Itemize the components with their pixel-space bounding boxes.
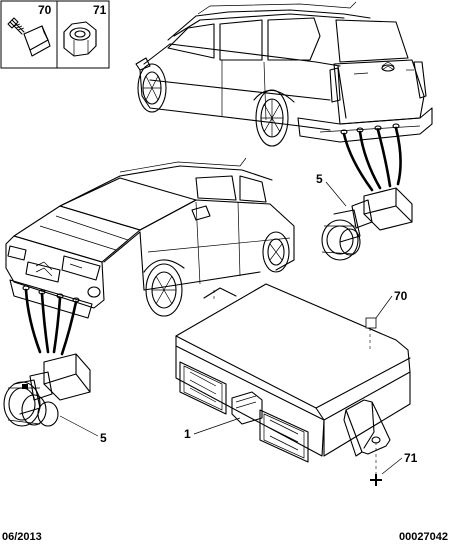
nut-icon	[63, 21, 97, 57]
leader-5-front	[59, 415, 99, 437]
footer-reference: 00027042	[399, 531, 448, 543]
front-car-illustration	[5, 157, 295, 319]
leader-70-ecu	[375, 295, 393, 319]
nut-71-symbol	[370, 474, 382, 486]
callout-71-ecu: 71	[404, 451, 418, 465]
leader-5-rear	[325, 181, 347, 207]
leader-1	[193, 417, 241, 435]
callout-70-top: 70	[38, 3, 52, 17]
callout-70-ecu: 70	[394, 289, 408, 303]
inset-part-71	[56, 0, 110, 69]
leader-71-ecu	[381, 457, 403, 475]
clip-70-symbol	[365, 317, 377, 329]
callout-1: 1	[184, 427, 191, 441]
parking-control-unit	[175, 283, 411, 474]
front-parking-sensor	[3, 353, 91, 427]
footer-date: 06/2013	[2, 531, 42, 543]
rear-car-illustration	[135, 1, 433, 147]
rear-sensor-wires	[342, 126, 402, 192]
front-sensor-wires	[24, 288, 78, 356]
callout-5-front: 5	[100, 431, 107, 445]
callout-71-top: 71	[93, 3, 107, 17]
rear-parking-sensor	[321, 187, 413, 261]
inset-part-70	[0, 0, 58, 69]
screw-clip-icon	[7, 17, 51, 57]
callout-5-rear: 5	[316, 172, 323, 186]
